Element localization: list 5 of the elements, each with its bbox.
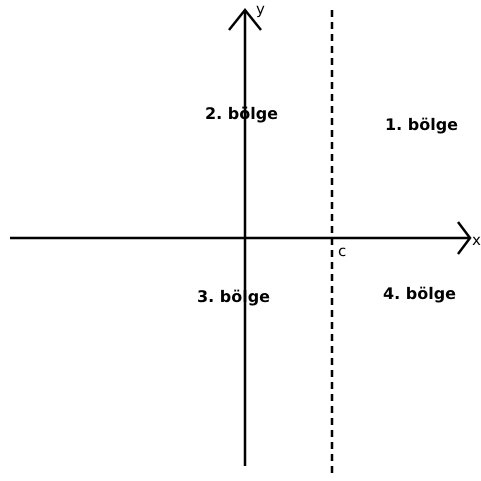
axis-label: y — [256, 2, 265, 17]
point-label: c — [338, 244, 346, 259]
region-label: 4. bölge — [383, 286, 456, 302]
region-label: 1. bölge — [385, 117, 458, 133]
axis-label: x — [472, 233, 481, 248]
